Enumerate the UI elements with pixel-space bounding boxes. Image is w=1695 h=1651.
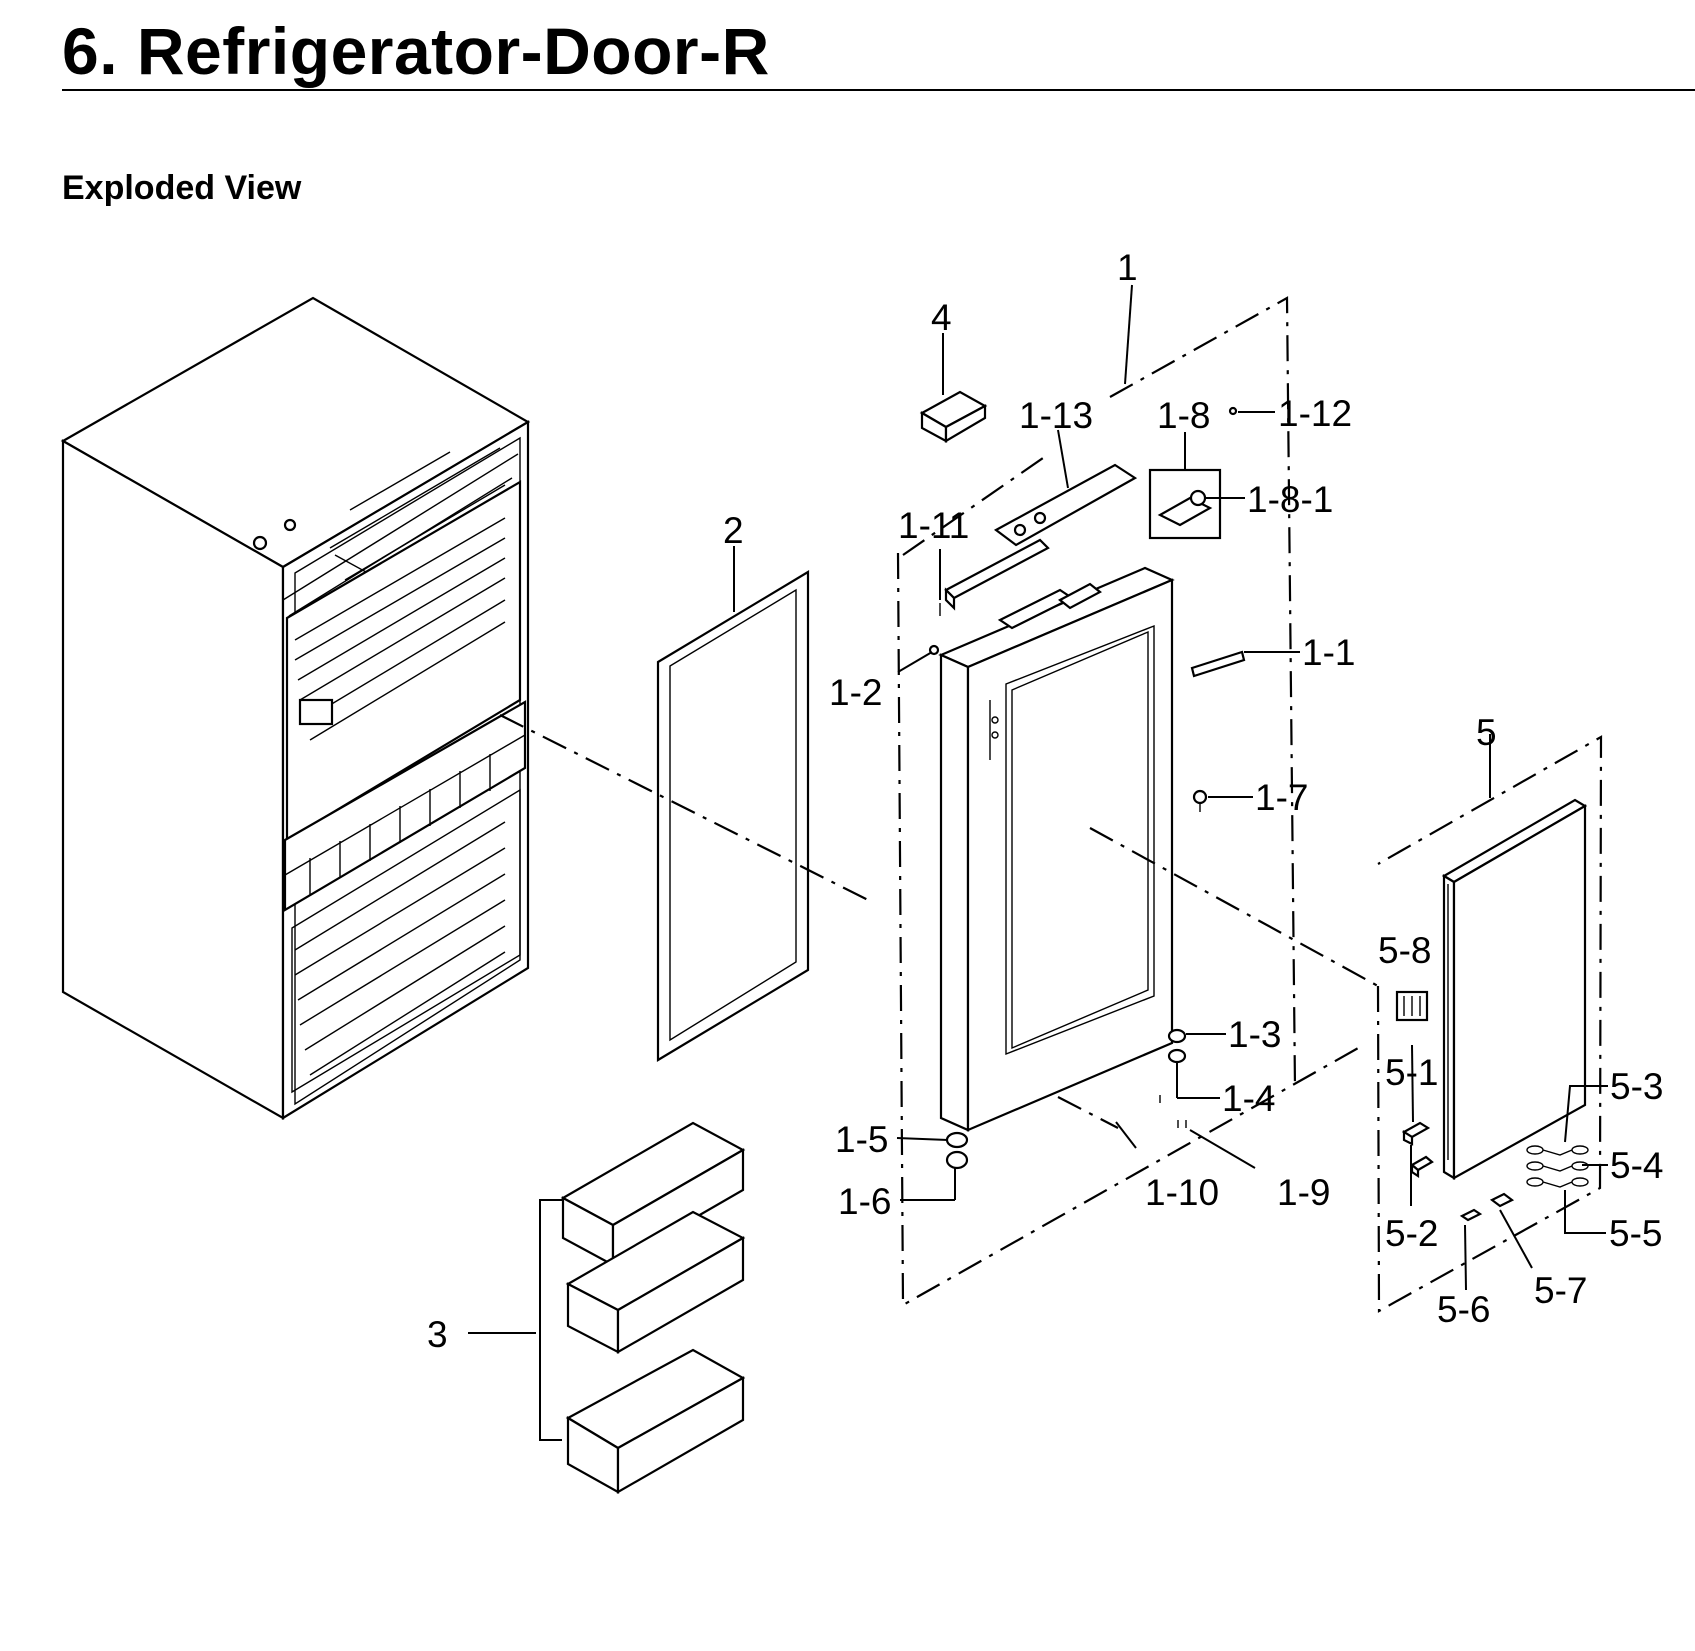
callout-label: 2 [723, 510, 744, 551]
title-underline [62, 89, 1695, 91]
door-outer-panel [1395, 798, 1589, 1222]
callout-label: 5 [1476, 712, 1497, 753]
door-bins [560, 1121, 746, 1494]
callout-labels: 1 4 1-13 1-8 1-12 1-8-1 2 1-11 1-1 1-2 5… [427, 247, 1663, 1355]
callout-label: 5-2 [1385, 1213, 1438, 1254]
door-small-parts [945, 406, 1238, 1170]
callout-label: 1-11 [898, 505, 969, 546]
callout-label: 3 [427, 1314, 448, 1355]
callout-label: 1-5 [835, 1119, 888, 1160]
callout-label: 1 [1117, 247, 1138, 288]
door-gasket [656, 570, 810, 1062]
callout-label: 1-12 [1278, 393, 1352, 434]
callout-label: 1-3 [1228, 1014, 1281, 1055]
callout-label: 5-8 [1378, 930, 1431, 971]
callout-label: 1-1 [1302, 632, 1355, 673]
callout-label: 1-8 [1157, 395, 1210, 436]
callout-label: 1-2 [829, 672, 882, 713]
callout-label: 1-8-1 [1247, 479, 1333, 520]
callout-label: 1-10 [1145, 1172, 1219, 1213]
callout-label: 4 [931, 297, 952, 338]
refrigerator-door [928, 566, 1246, 1132]
callout-label: 5-1 [1385, 1052, 1438, 1093]
refrigerator-cabinet [60, 296, 531, 1120]
callout-label: 1-6 [838, 1181, 891, 1222]
hinge-bracket-part [1148, 468, 1222, 540]
callout-label: 5-5 [1609, 1213, 1662, 1254]
page-title: 6. Refrigerator-Door-R [62, 14, 770, 88]
callout-label: 5-4 [1610, 1145, 1663, 1186]
assembly-outlines [499, 296, 1603, 1313]
callout-label: 5-7 [1534, 1270, 1587, 1311]
callout-label: 5-6 [1437, 1289, 1490, 1330]
leader-lines [468, 284, 1608, 1441]
section-subtitle: Exploded View [62, 169, 302, 207]
callout-label: 1-4 [1222, 1078, 1275, 1119]
callout-label: 5-3 [1610, 1066, 1663, 1107]
callout-label: 1-9 [1277, 1172, 1330, 1213]
hinge-assembly [939, 463, 1138, 616]
hinge-cover-part [919, 390, 988, 443]
callout-label: 1-13 [1019, 395, 1093, 436]
callout-label: 1-7 [1255, 777, 1308, 818]
